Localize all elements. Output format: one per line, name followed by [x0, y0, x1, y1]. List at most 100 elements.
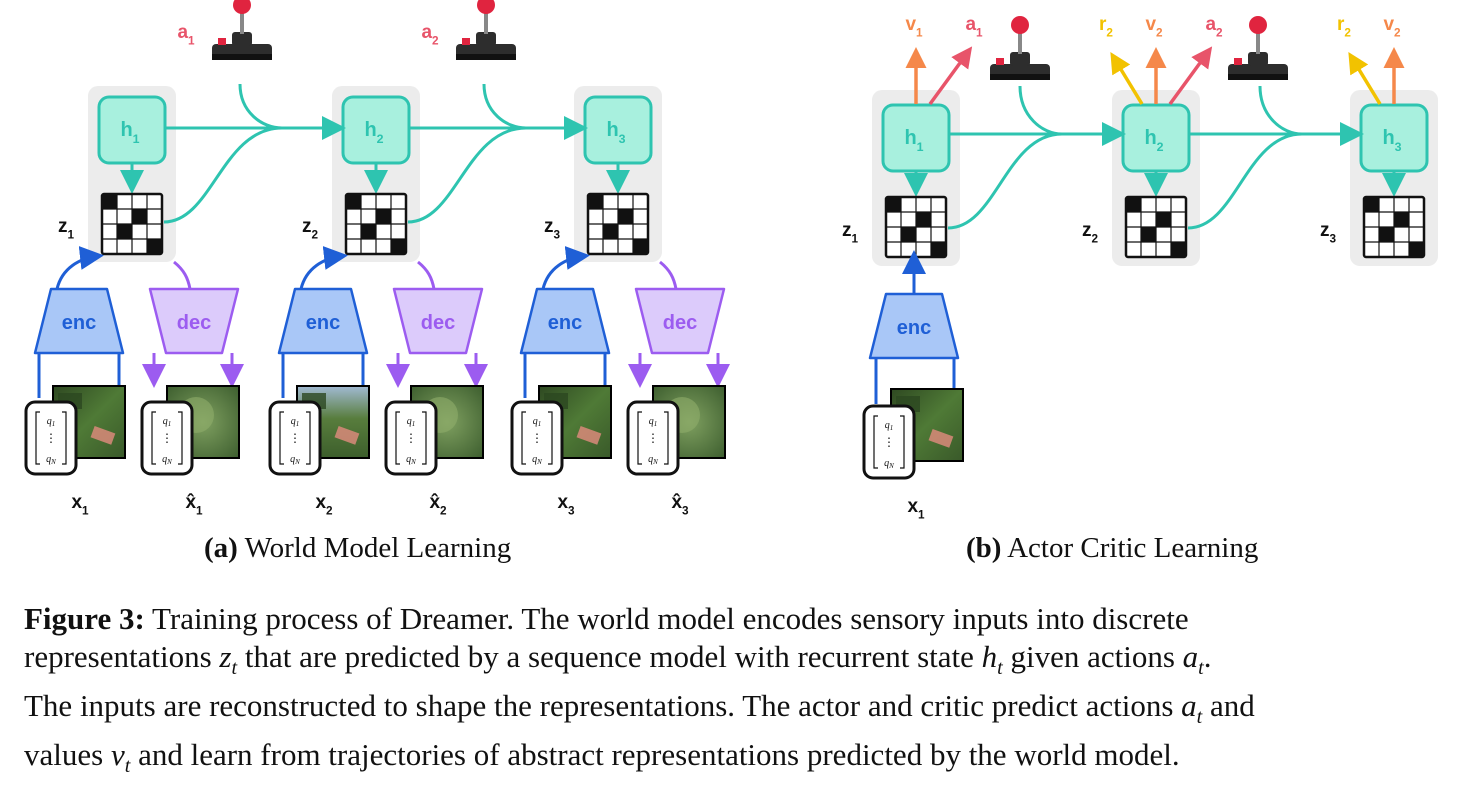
vector-top: q1 [649, 416, 658, 428]
subcaption-b: (b) Actor Critic Learning [966, 532, 1259, 564]
vector-bottom: qN [290, 454, 300, 466]
image-arm [334, 425, 360, 445]
z-label-b-2-main: z [1082, 220, 1092, 241]
h-node-a-3: h3 [583, 95, 653, 165]
x-label-a-1: x1 [71, 492, 89, 518]
action-merge-line-a [482, 83, 527, 130]
encoder-b-1-shape [868, 292, 960, 360]
vector-card [862, 404, 916, 480]
output-label-v-1-main: v [905, 14, 916, 35]
output-label-v-1: v1 [905, 14, 923, 40]
vector-top-sub: 1 [538, 420, 542, 428]
grid-cell-filled [931, 242, 946, 257]
grid-cell-filled [603, 224, 618, 239]
z-grid-b-2 [1124, 195, 1188, 259]
h-label: h3 [606, 119, 625, 146]
joystick-stick [1256, 30, 1260, 54]
vector-top: q1 [47, 416, 56, 428]
h-node-b-2: h2 [1121, 103, 1191, 173]
joystick-knob [233, 0, 251, 14]
h-label-main: h [904, 127, 916, 149]
h-node-a-2: h2 [341, 95, 411, 165]
grid-cell-filled [102, 194, 117, 209]
vector-top-main: q [407, 416, 412, 427]
bracket-right [900, 415, 905, 469]
vector-dots: ⋮ [531, 431, 543, 445]
joystick-knob [1011, 16, 1029, 34]
joystick-stick [1018, 30, 1022, 54]
vector-top: q1 [291, 416, 300, 428]
recon-vector-a-3: q1⋮qN [626, 400, 680, 476]
vector-bottom-sub: N [652, 458, 658, 466]
bracket-left [35, 411, 40, 465]
vector-top-sub: 1 [412, 420, 416, 428]
decoder-a-3: dec [634, 287, 726, 355]
bracket-left [637, 411, 642, 465]
vector-card [384, 400, 438, 476]
joystick-button [996, 58, 1004, 65]
z-label-b-1-main: z [842, 220, 852, 241]
enc-to-z-arrow [55, 246, 104, 290]
joystick-base-shadow [1228, 74, 1288, 80]
h-label: h2 [1144, 127, 1163, 154]
h-label: h1 [120, 119, 139, 146]
vector-bottom-sub: N [294, 458, 300, 466]
joystick-b-1 [990, 16, 1050, 80]
z-label-b-3-sub: 3 [1329, 233, 1336, 246]
z-grid-a-1 [100, 192, 164, 256]
xhat-label-a-3: x̂3 [671, 492, 689, 518]
joystick-a-2 [456, 0, 516, 60]
input-vector-a-3: q1⋮qN [510, 400, 564, 476]
vector-card [140, 400, 194, 476]
vector-bottom-sub: N [888, 462, 894, 470]
vector-top-main: q [649, 416, 654, 427]
vector-card [268, 400, 322, 476]
vector-dots: ⋮ [883, 435, 895, 449]
image-arm [576, 425, 602, 445]
bracket-left [151, 411, 156, 465]
vector-bottom: qN [884, 458, 894, 470]
output-label-r-2-sub: 2 [1106, 27, 1113, 40]
action-merge-line-b [1018, 85, 1063, 136]
input-vector-a-2: q1⋮qN [268, 400, 322, 476]
dec-to-output-lines [152, 353, 232, 382]
decoder-a-1-label: dec [177, 312, 211, 334]
x-label-a-2-main: x [315, 492, 326, 513]
h-label-main: h [120, 119, 132, 141]
x-label-a-2: x2 [315, 492, 333, 518]
h-label-main: h [1144, 127, 1156, 149]
xhat-label-a-1-main: x̂ [185, 492, 196, 513]
joystick-button [462, 38, 470, 45]
input-to-enc-lines [523, 353, 607, 398]
output-label-v-2-sub: 2 [1156, 27, 1163, 40]
grid-cell-filled [361, 224, 376, 239]
enc-to-z-arrow [299, 246, 348, 290]
z-label-a-1: z1 [58, 216, 75, 242]
grid-cell-filled [1126, 197, 1141, 212]
h-node-b-1: h1 [881, 103, 951, 173]
output-label-a-2: a2 [1205, 14, 1223, 40]
h-label-sub: 2 [377, 132, 384, 146]
action-merge-line-a [238, 83, 283, 130]
output-label-a-1: a1 [965, 14, 983, 40]
z-to-dec-line [659, 260, 678, 290]
subcaption-a: (a) World Model Learning [204, 532, 512, 564]
h-label-main: h [364, 119, 376, 141]
z-label-b-1-sub: 1 [851, 233, 858, 246]
grid-cell-filled [391, 239, 406, 254]
grid-cell-filled [1141, 227, 1156, 242]
action-label-a-2-main: a [421, 22, 432, 43]
encoder-b-1-label: enc [897, 317, 931, 339]
x-label-a-3-main: x [557, 492, 568, 513]
z-label-a-1-main: z [58, 216, 68, 237]
output-label-v-2-main: v [1383, 14, 1394, 35]
decoder-a-2-shape [392, 287, 484, 355]
output-label-v-2: v2 [1145, 14, 1163, 40]
joystick-base-shadow [456, 54, 516, 60]
vector-bottom: qN [532, 454, 542, 466]
output-label-v-2-sub: 2 [1394, 27, 1401, 40]
z-grid-a-3 [586, 192, 650, 256]
z-label-a-2: z2 [302, 216, 319, 242]
joystick-knob [477, 0, 495, 14]
grid-cell-filled [132, 209, 147, 224]
